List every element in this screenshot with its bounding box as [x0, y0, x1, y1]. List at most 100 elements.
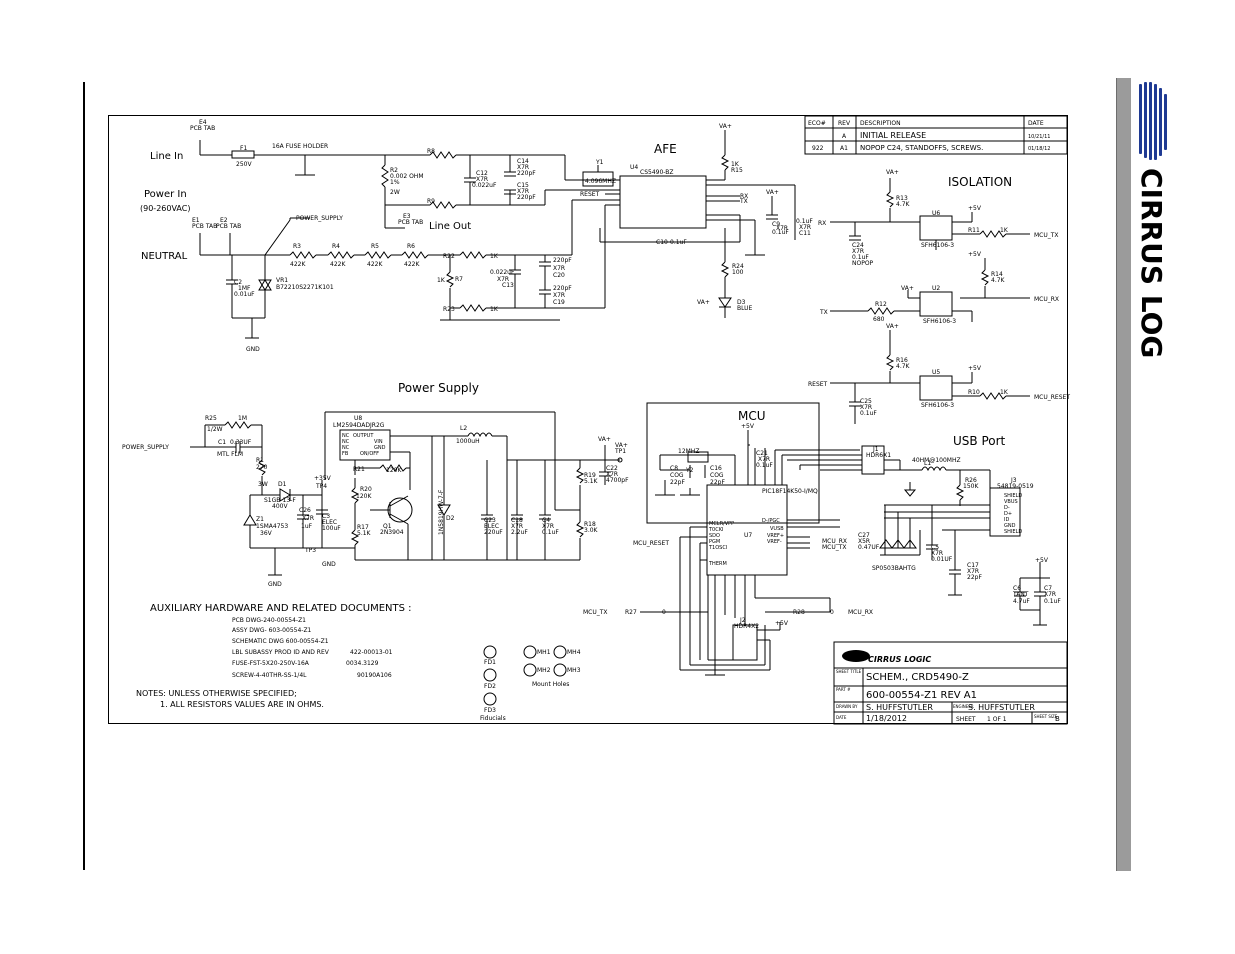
label-j1-part: HDR6X1: [866, 452, 891, 459]
label-e3-pcb-tab: PCB TAB: [398, 219, 423, 226]
label-r9: R9: [427, 198, 435, 205]
drawn-by-label: DRAWN BY: [836, 704, 858, 709]
label-r12: R12: [875, 301, 887, 308]
label-c19: C19: [553, 299, 565, 306]
label-c22-val: 4700pF: [606, 477, 629, 484]
notes-line-1: NOTES: UNLESS OTHERWISE SPECIFIED;: [136, 689, 297, 698]
revision-table-border: [804, 115, 1068, 155]
label-r11: R11: [968, 227, 980, 234]
label-r7: R7: [455, 276, 463, 283]
label-c26-val: 1uF: [301, 523, 313, 530]
date-label: DATE: [836, 715, 847, 720]
label-fiducials: Fiducials: [480, 715, 506, 722]
label-r20: R20: [360, 486, 372, 493]
label-reset-iso: RESET: [808, 381, 828, 388]
label-d3-val: BLUE: [737, 305, 753, 312]
aux-item-5: FUSE-FST-5X20-250V-16A: [232, 660, 310, 667]
label-c9-val: 0.1uF: [772, 229, 789, 236]
label-mcu-reset-mcu: MCU_RESET: [633, 540, 669, 547]
sheet-size-label: SHEET SIZE: [1034, 714, 1058, 719]
aux-item-4-pn: 422-00013-01: [350, 649, 393, 656]
label-c9-type: X7R: [776, 225, 788, 232]
label-tp4: TP4: [315, 483, 327, 490]
label-r15-val: 1K: [731, 161, 740, 168]
label-j3-shield2: SHIELD: [1004, 529, 1022, 535]
label-tx-iso: TX: [819, 309, 828, 316]
label-r24: R24: [732, 263, 744, 270]
label-c27-type: X5R: [858, 538, 870, 545]
label-l1: L1: [924, 460, 931, 467]
label-c20: C20: [553, 272, 565, 279]
label-u8: U8: [354, 415, 362, 422]
rev-row1-desc: INITIAL RELEASE: [860, 131, 926, 140]
label-c16-val: 22pF: [710, 479, 725, 486]
label-r28-val: 0: [830, 609, 834, 616]
label-d1-v: 400V: [272, 503, 288, 510]
label-c27-val: 0.47UF: [858, 544, 880, 551]
label-c4-type: X7R: [542, 523, 554, 530]
label-c12-type: X7R: [476, 176, 488, 183]
label-u8-gnd: GND: [374, 445, 386, 451]
rev-row2-desc: NOPOP C24, STANDOFFS, SCREWS.: [860, 144, 983, 152]
label-c1: C1: [218, 439, 226, 446]
label-f1: F1: [240, 145, 247, 152]
label-c18-type: X7R: [511, 523, 523, 530]
label-r2: R2: [390, 167, 398, 174]
label-gnd-tp3: GND: [322, 561, 336, 568]
label-c24-type: X7R: [852, 248, 864, 255]
label-c3: C3: [322, 513, 330, 520]
label-c5: C5: [931, 544, 939, 551]
label-r1-pow: 3W: [258, 481, 268, 488]
label-j1: J1: [872, 446, 879, 453]
part-label: PART #: [836, 687, 851, 692]
label-c25-val: 0.1uF: [860, 410, 877, 417]
label-5v-j2: +5V: [775, 620, 789, 627]
label-vap-r13: VA+: [886, 169, 899, 176]
label-line-in: Line In: [150, 151, 183, 162]
label-j2: J2: [739, 617, 746, 624]
label-y2-val: 12MHZ: [678, 448, 699, 455]
label-y1: Y1: [595, 159, 604, 166]
label-c21: C21: [756, 450, 768, 457]
label-tx-net: TX: [739, 198, 748, 205]
label-u8-nc3: NC: [342, 445, 350, 451]
label-u4-part: CS5490-BZ: [640, 169, 673, 176]
label-j3: J3: [1010, 477, 1017, 484]
label-c2-val: 1MF: [238, 285, 251, 292]
label-c9: C9: [772, 221, 780, 228]
label-r26: R26: [965, 477, 977, 484]
label-c3-type: ELEC: [322, 519, 337, 526]
sheet-number: 1 OF 1: [987, 716, 1007, 723]
label-r25: R25: [205, 415, 217, 422]
label-fd3: FD3: [484, 707, 496, 714]
aux-item-2: ASSY DWG- 603-00554-Z1: [232, 627, 312, 634]
u8-regulator-chip: [339, 429, 391, 461]
label-mcu-tx-j2: MCU_TX: [583, 609, 608, 616]
label-r2-pow: 2W: [390, 189, 400, 196]
label-c17: C17: [967, 562, 979, 569]
label-c12: C12: [476, 170, 488, 177]
label-r25-val: 1M: [238, 415, 247, 422]
label-c8: C8: [670, 465, 678, 472]
label-r20-val: 120K: [356, 493, 372, 500]
label-c4: C4: [542, 517, 550, 524]
label-5v-c6: +5V: [1035, 557, 1049, 564]
label-r14: R14: [991, 271, 1003, 278]
label-vap-afe: VA+: [719, 123, 732, 130]
label-r28: R28: [793, 609, 805, 616]
section-title-mcu: MCU: [738, 409, 766, 423]
label-line-out: Line Out: [429, 221, 471, 232]
label-c6-val: 4.7uF: [1013, 598, 1030, 605]
label-u7-t1osci: T1OSCI: [708, 545, 727, 551]
aux-item-6-pn: 90190A106: [357, 672, 392, 679]
label-u7-part: PIC18F14K50-I/MQ: [762, 488, 818, 495]
label-c25: C25: [860, 398, 872, 405]
label-c2: C2: [234, 279, 242, 286]
drawn-by: S. HUFFSTUTLER: [866, 703, 933, 712]
label-c15-type: X7R: [517, 188, 529, 195]
sheet-size: B: [1055, 715, 1060, 723]
label-vap-r16: VA+: [886, 323, 899, 330]
label-d2: D2: [446, 515, 455, 522]
cirrus-logic-logo: CIRRUS LOGIC: [1136, 82, 1168, 360]
label-c5-val: 0.01UF: [931, 556, 953, 563]
